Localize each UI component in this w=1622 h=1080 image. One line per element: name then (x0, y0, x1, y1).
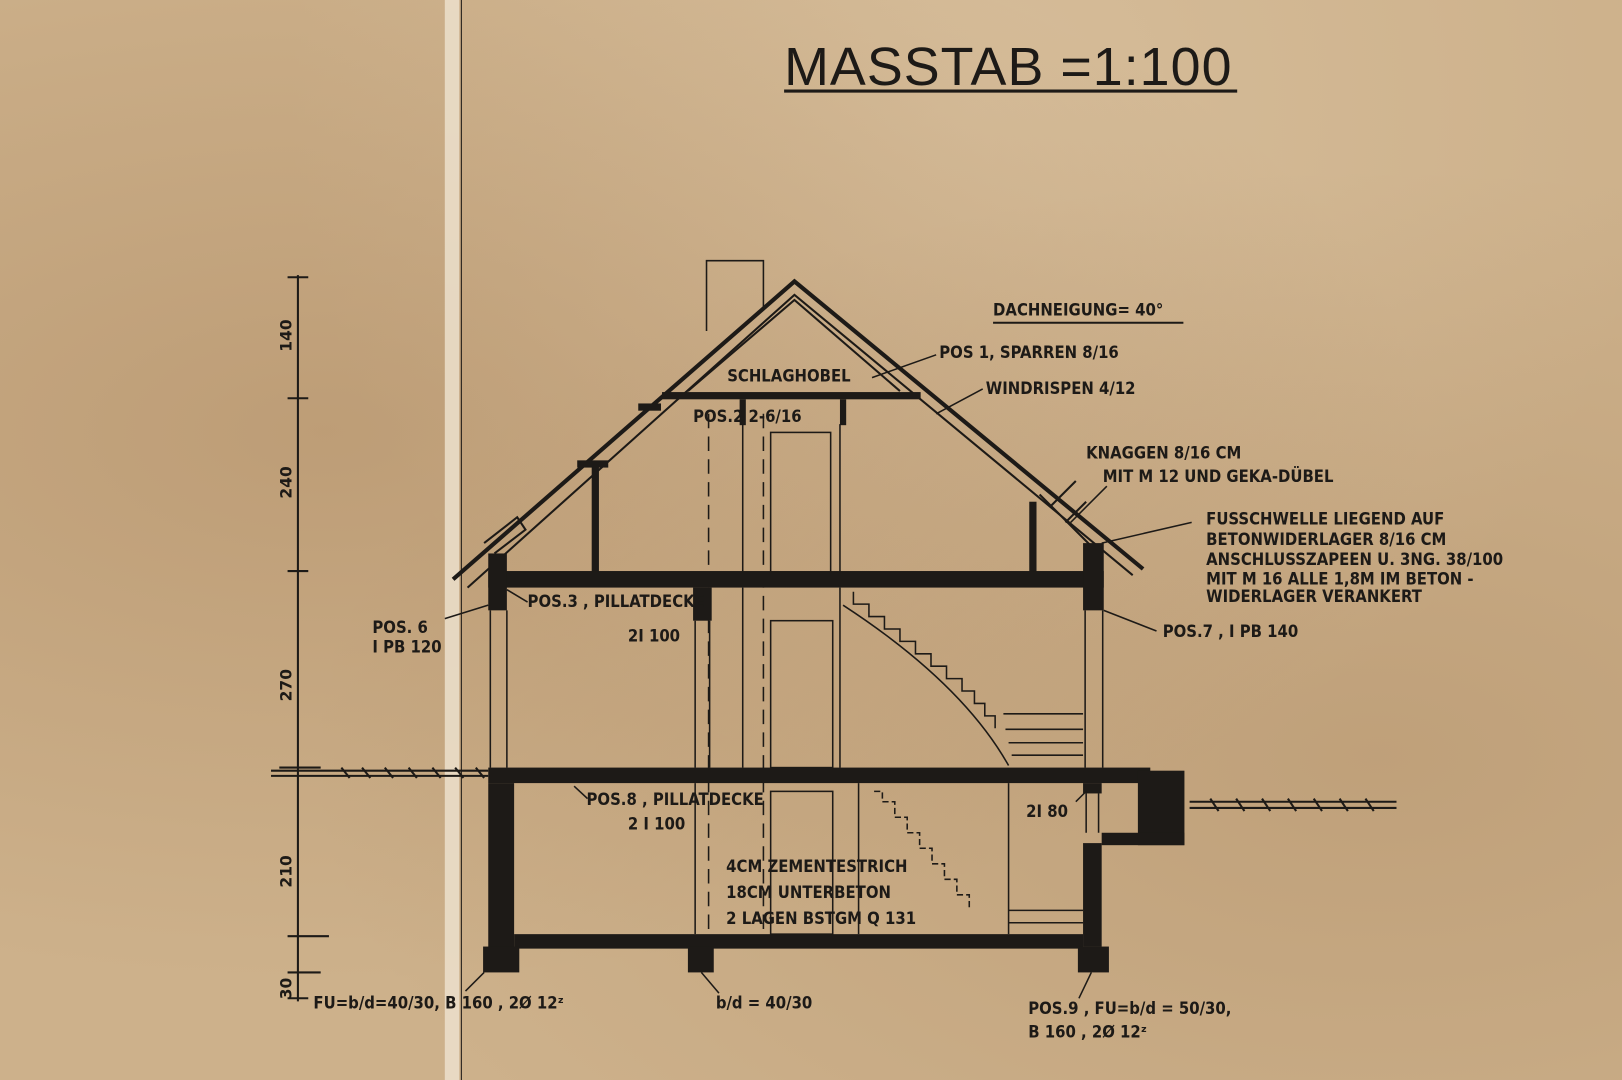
leader-lines (444, 354, 1192, 999)
knee-wall-left (591, 465, 599, 575)
height-dimension-chain: 140 240 270 210 30 (278, 275, 329, 1002)
roof (451, 278, 1145, 589)
basement-wall-left (488, 783, 515, 949)
beam-2i100 (693, 587, 712, 621)
basement-floor-slab (514, 934, 1084, 949)
roof-pitch-label: DACHNEIGUNG= 40° (993, 301, 1163, 320)
beam-pos6-label: I PB 120 (372, 638, 441, 657)
wall-pillar-left (488, 553, 507, 611)
svg-text:18CM UNTERBETON: 18CM UNTERBETON (726, 883, 891, 902)
foot-sill-note: FUSSCHWELLE LIEGEND AUF BETONWIDERLAGER … (1206, 509, 1503, 606)
knee-wall-right (1029, 501, 1037, 575)
knaggen-label: KNAGGEN 8/16 CM (1086, 443, 1241, 462)
upper-beam-label: 2I 100 (628, 626, 680, 645)
beam-pos6-label: POS. 6 (372, 618, 427, 637)
ground-slab-label: POS.8 , PILLATDECKE (587, 790, 764, 809)
footing-left (483, 946, 520, 973)
collar-beam-label: POS.2 2-6/16 (693, 407, 802, 426)
wall-pillar-right (1083, 543, 1104, 611)
staircase-basement (874, 790, 971, 911)
svg-text:MIT M 16 ALLE 1,8M IM BETO: MIT M 16 ALLE 1,8M IM BETON - (1206, 569, 1473, 588)
knaggen-label: MIT M 12 UND GEKA-DÜBEL (1103, 467, 1334, 486)
beam-2i80-label: 2I 80 (1026, 802, 1068, 821)
upper-floor-slab (488, 571, 1104, 588)
rafter-label: POS 1, SPARREN 8/16 (939, 343, 1119, 362)
basement-floor-note: 4CM ZEMENTESTRICH 18CM UNTERBETON 2 LAGE… (726, 857, 916, 928)
paper-fold (444, 0, 460, 1080)
ground-floor-walls (489, 424, 1104, 769)
svg-text:4CM ZEMENTESTRICH: 4CM ZEMENTESTRICH (726, 857, 907, 876)
dimension-label: 240 (278, 466, 296, 499)
svg-text:2 LAGEN BSTGM Q 131: 2 LAGEN BSTGM Q 131 (726, 909, 916, 928)
upper-slab-label: POS.3 , PILLATDECKE (528, 592, 705, 611)
svg-text:ANSCHLUSSZAPEEN U. 3NG. 38/10: ANSCHLUSSZAPEEN U. 3NG. 38/100 (1206, 550, 1503, 569)
dimension-label: 210 (278, 855, 296, 888)
staircase-upper (842, 591, 1084, 766)
dimension-label: 270 (278, 669, 296, 702)
ground-line-left (271, 766, 489, 779)
schlaghobel-label: SCHLAGHOBEL (727, 367, 851, 386)
footing-right-label: B 160 , 2Ø 12ᶻ (1028, 1023, 1147, 1042)
ground-beam-label: 2 I 100 (628, 815, 685, 834)
footing-right (1077, 946, 1109, 973)
ground-floor-slab (488, 767, 1151, 784)
footing-middle-label: b/d = 40/30 (716, 994, 812, 1013)
svg-text:FUSSCHWELLE LIEGEND AUF: FUSSCHWELLE LIEGEND AUF (1206, 509, 1444, 528)
dimension-label: 30 (278, 978, 296, 1000)
svg-text:BETONWIDERLAGER 8/16 CM: BETONWIDERLAGER 8/16 CM (1206, 530, 1446, 549)
svg-text:WIDERLAGER VERANKERT: WIDERLAGER VERANKERT (1206, 587, 1423, 606)
dimension-label: 140 (278, 319, 296, 352)
wind-brace-label: WINDRISPEN 4/12 (986, 379, 1136, 398)
scale-title: MASSTAB =1:100 (784, 37, 1232, 97)
beam-pos7-label: POS.7 , I PB 140 (1163, 622, 1299, 641)
collar-beam (662, 392, 921, 400)
basement-wall-right (1083, 843, 1102, 947)
footing-left-label: FU=b/d=40/30, B 160 , 2Ø 12ᶻ (313, 994, 563, 1013)
footing-right-label: POS.9 , FU=b/d = 50/30, (1028, 999, 1231, 1018)
chimney (705, 259, 765, 937)
footing-middle (687, 946, 714, 973)
ground-line-right (1189, 798, 1397, 812)
